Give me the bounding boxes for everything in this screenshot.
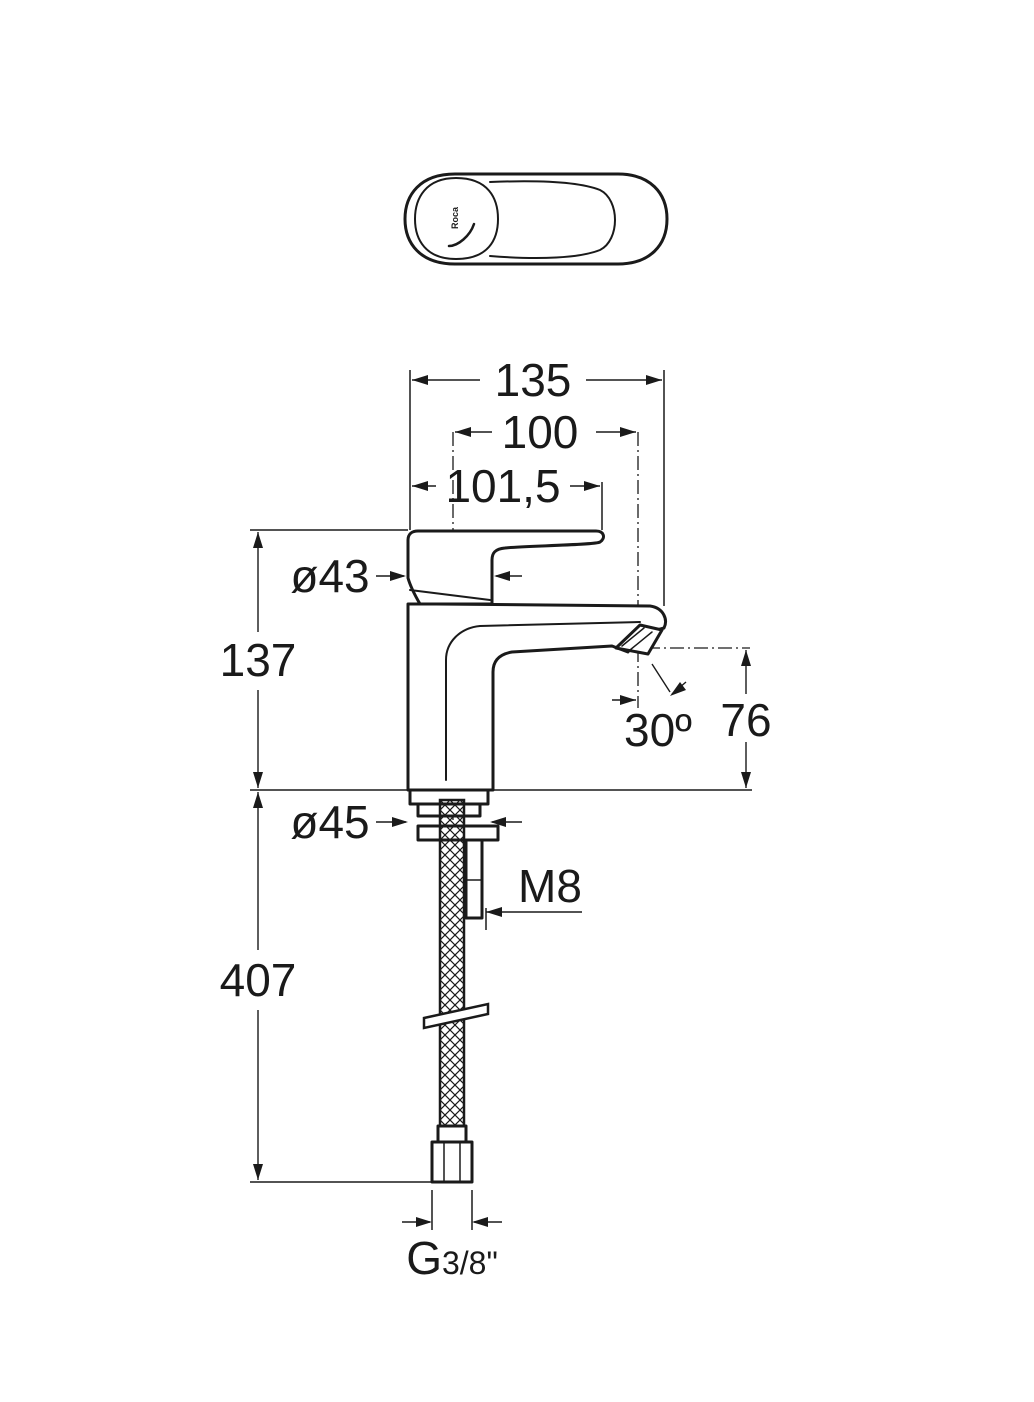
brand-logo: Roca (450, 206, 460, 229)
threaded-rod (464, 838, 484, 920)
dim-rod-thread: M8 (486, 860, 582, 917)
top-view-lever-curve (447, 222, 476, 248)
top-view: Roca (403, 172, 669, 266)
handle-underline (409, 589, 491, 601)
dim-hose-length: 407 (220, 792, 297, 1180)
dim-handle-reach-label: 101,5 (445, 460, 560, 512)
top-view-inner-left (414, 177, 499, 260)
aerator (614, 623, 664, 656)
dim-connection-thread: G3/8" (402, 1217, 502, 1284)
dim-handle-diameter: ø43 (290, 550, 522, 602)
dim-spout-angle: 30º (612, 663, 692, 756)
top-view-lever-line (489, 180, 616, 259)
dim-connection-thread-fraction: 3/8" (442, 1245, 498, 1281)
dim-body-height: 137 (220, 532, 297, 788)
faucet-body (406, 529, 667, 792)
dim-handle-diameter-label: ø43 (290, 550, 369, 602)
dim-axis-to-spout: 100 (455, 406, 636, 458)
body-spout (406, 602, 667, 792)
handle (406, 529, 605, 606)
dim-connection-thread-label: G3/8" (406, 1232, 498, 1284)
dim-total-width-label: 135 (495, 354, 572, 406)
dim-total-width: 135 (412, 354, 662, 406)
body-inner-curve (445, 621, 641, 781)
dim-spout-height: 76 (720, 650, 772, 788)
hose-break-mark (422, 1002, 490, 1030)
aerator-detail (621, 627, 653, 651)
connection-collar (436, 1124, 468, 1144)
braided-hose (438, 798, 466, 1128)
dim-handle-reach: 101,5 (412, 460, 600, 512)
dim-spout-height-label: 76 (720, 694, 771, 746)
mounting-assembly (408, 788, 500, 1184)
dim-base-diameter: ø45 (290, 796, 522, 848)
dim-hose-length-label: 407 (220, 954, 297, 1006)
top-view-outline (403, 172, 669, 266)
dim-body-height-label: 137 (220, 634, 297, 686)
dim-rod-thread-label: M8 (518, 860, 582, 912)
extension-lines (250, 370, 752, 1230)
connection-nut (430, 1140, 474, 1184)
dim-axis-to-spout-label: 100 (502, 406, 579, 458)
dim-connection-thread-prefix: G (406, 1232, 442, 1284)
dim-base-diameter-label: ø45 (290, 796, 369, 848)
dim-spout-angle-label: 30º (624, 704, 692, 756)
